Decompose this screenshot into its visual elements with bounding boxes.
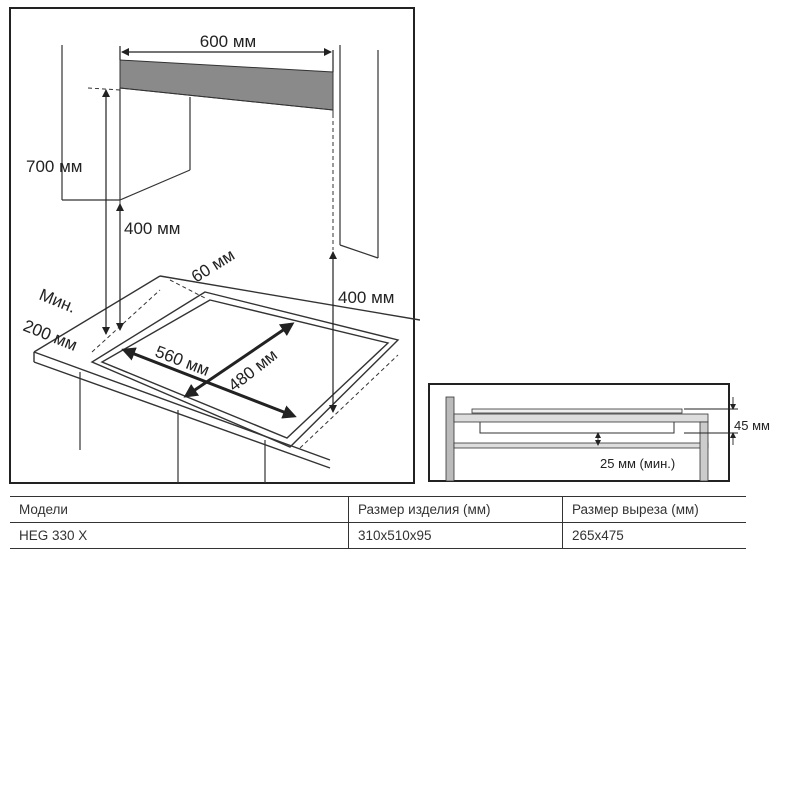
cell-cutout-size: 265x475 bbox=[562, 522, 746, 549]
dim-480 bbox=[183, 322, 295, 398]
label-width-600: 600 мм bbox=[200, 32, 256, 51]
header-models: Модели bbox=[10, 496, 349, 523]
label-back-gap-60: 60 мм bbox=[188, 245, 238, 286]
table-row: HEG 330 X 310x510x95 265x475 bbox=[10, 522, 746, 549]
header-product-size: Размер изделия (мм) bbox=[348, 496, 563, 523]
table-header-row: Модели Размер изделия (мм) Размер выреза… bbox=[10, 496, 746, 523]
side-frame bbox=[428, 383, 730, 482]
label-height-45: 45 мм bbox=[734, 418, 770, 433]
label-height-400-right: 400 мм bbox=[338, 288, 394, 307]
spec-table: Модели Размер изделия (мм) Размер выреза… bbox=[10, 496, 746, 549]
label-height-700: 700 мм bbox=[26, 157, 82, 176]
label-gap-25: 25 мм (мин.) bbox=[600, 456, 675, 471]
wall-cabinet-left bbox=[61, 45, 191, 201]
label-min-200: 200 мм bbox=[21, 316, 80, 355]
label-cutout-480: 480 мм bbox=[225, 345, 281, 395]
diagram-frame bbox=[9, 7, 415, 484]
side-section-diagram: 45 мм 25 мм (мин.) bbox=[428, 383, 770, 482]
label-cutout-560: 560 мм bbox=[153, 342, 213, 380]
label-height-400-left: 400 мм bbox=[124, 219, 180, 238]
label-min: Мин. bbox=[37, 285, 79, 317]
cell-model: HEG 330 X bbox=[10, 522, 349, 549]
wall-cabinet-right bbox=[339, 45, 379, 259]
installation-diagram: 600 мм 700 мм 400 мм 400 мм 60 мм Мин. 2… bbox=[9, 7, 420, 484]
range-hood bbox=[119, 59, 334, 111]
header-cutout-size: Размер выреза (мм) bbox=[562, 496, 746, 523]
cell-product-size: 310x510x95 bbox=[348, 522, 563, 549]
